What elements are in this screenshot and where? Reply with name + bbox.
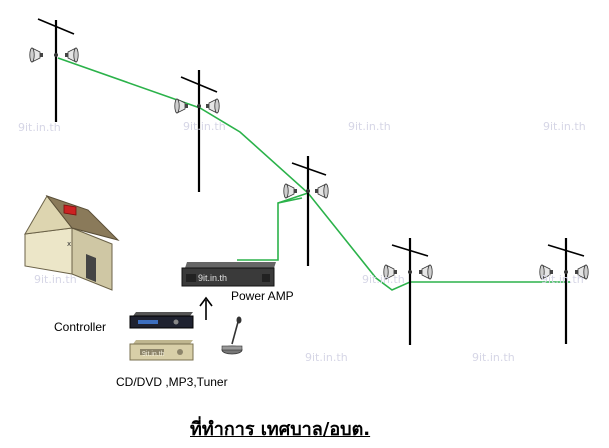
pole-3: [291, 156, 327, 266]
speaker-cable: [57, 57, 570, 291]
speaker-pole-4: [383, 264, 433, 280]
power-amp-label: Power AMP: [231, 289, 294, 303]
speaker-pole-2: [174, 98, 220, 114]
svg-text:x: x: [67, 240, 71, 248]
pole-2: [180, 70, 218, 192]
watermark: 9it.in.th: [541, 273, 584, 286]
controller-label: Controller: [54, 320, 107, 334]
sources-label: CD/DVD ,MP3,Tuner: [116, 375, 228, 389]
pole-4: [391, 238, 429, 345]
watermark: 9it.in.th: [362, 273, 405, 286]
watermark: 9it.in.th: [472, 351, 515, 364]
pole-1: [37, 18, 75, 122]
source-brand-label: 9it.in.th: [142, 351, 165, 358]
source-device: 9it.in.th: [129, 340, 194, 361]
building-icon: x: [24, 194, 120, 291]
speaker-pole-1: [29, 47, 79, 63]
arrow-up-icon: [199, 296, 213, 320]
watermark: 9it.in.th: [18, 121, 61, 134]
watermark-layer: 9it.in.th 9it.in.th 9it.in.th 9it.in.th …: [18, 120, 586, 364]
watermark: 9it.in.th: [348, 120, 391, 133]
speaker-pole-3: [283, 183, 329, 199]
power-amp-device: 9it.in.th: [181, 262, 276, 287]
microphone-icon: [221, 316, 243, 355]
amp-brand-label: 9it.in.th: [198, 273, 227, 283]
controller-device: [129, 312, 194, 329]
footer-title: ที่ทำการ เทศบาล/อบต.: [190, 419, 371, 440]
speaker-pole-5: [539, 264, 589, 280]
watermark: 9it.in.th: [305, 351, 348, 364]
watermark: 9it.in.th: [183, 120, 226, 133]
pole-5: [547, 238, 585, 344]
watermark: 9it.in.th: [34, 273, 77, 286]
watermark: 9it.in.th: [543, 120, 586, 133]
